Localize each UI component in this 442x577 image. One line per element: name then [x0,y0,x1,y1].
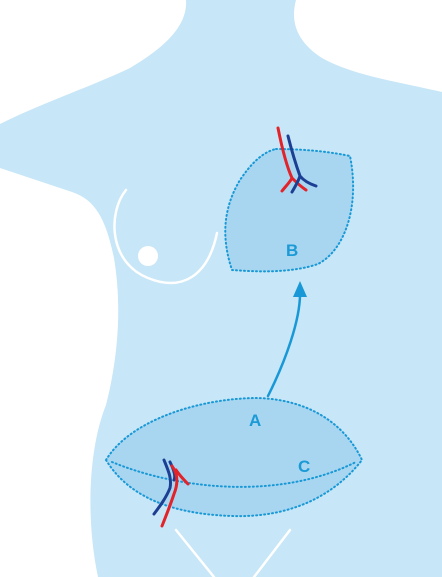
label-b: B [286,241,298,260]
label-c: C [298,457,310,476]
label-a: A [249,411,261,430]
nipple [138,246,158,266]
